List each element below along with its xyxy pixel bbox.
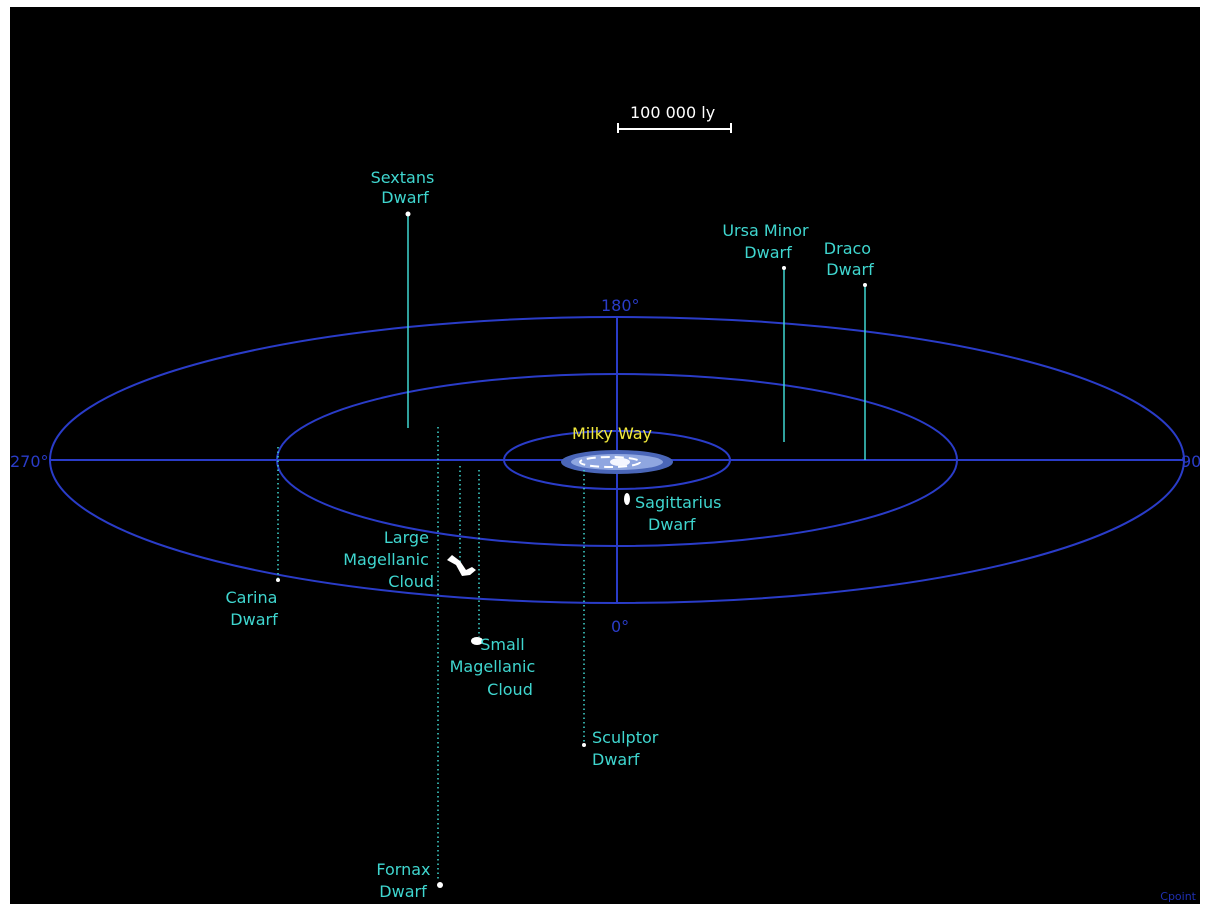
galaxy-map: 180° 0° 270° 90° 100 000 ly Milky Way Se… bbox=[10, 103, 1200, 903]
ursa-minor-dwarf: Ursa Minor Dwarf bbox=[722, 221, 813, 442]
ursa-minor-dwarf-label-line-2: Dwarf bbox=[744, 243, 792, 262]
sagittarius-dwarf-label-line-2: Dwarf bbox=[648, 515, 696, 534]
large-magellanic-cloud-label-line-1: Large bbox=[384, 528, 429, 547]
sextans-dwarf-label: Sextans Dwarf bbox=[371, 168, 440, 207]
milky-way-core bbox=[610, 458, 630, 466]
large-magellanic-cloud: Large Magellanic Cloud bbox=[343, 466, 476, 591]
sagittarius-dwarf-label-line-1: Sagittarius bbox=[635, 493, 721, 512]
draco-dwarf-label-line-1: Draco bbox=[824, 239, 871, 258]
longitude-label-left: 270° bbox=[10, 452, 49, 471]
small-magellanic-cloud-label-line-3: Cloud bbox=[487, 680, 533, 699]
galaxy-map-canvas: 180° 0° 270° 90° 100 000 ly Milky Way Se… bbox=[10, 7, 1200, 904]
large-magellanic-cloud-marker bbox=[447, 555, 476, 576]
sculptor-dwarf: Sculptor Dwarf bbox=[582, 470, 663, 769]
fornax-dwarf-label: Fornax Dwarf bbox=[376, 860, 435, 901]
small-magellanic-cloud-label-line-1: Small bbox=[480, 635, 524, 654]
sagittarius-dwarf: Sagittarius Dwarf bbox=[624, 493, 727, 534]
draco-dwarf-marker bbox=[863, 283, 867, 287]
carina-dwarf: Carina Dwarf bbox=[225, 447, 282, 629]
sextans-dwarf-label-line-1: Sextans bbox=[371, 168, 435, 187]
scale-bar: 100 000 ly bbox=[617, 103, 732, 133]
small-magellanic-cloud-label-line-2: Magellanic bbox=[450, 657, 536, 676]
carina-dwarf-label-line-1: Carina bbox=[225, 588, 277, 607]
scale-bar-label: 100 000 ly bbox=[630, 103, 715, 122]
sagittarius-dwarf-marker bbox=[624, 493, 630, 505]
ursa-minor-dwarf-marker bbox=[782, 266, 786, 270]
carina-dwarf-marker bbox=[276, 578, 280, 582]
sextans-dwarf-marker bbox=[405, 211, 411, 217]
sagittarius-dwarf-label: Sagittarius Dwarf bbox=[635, 493, 727, 534]
ursa-minor-dwarf-label-line-1: Ursa Minor bbox=[722, 221, 809, 240]
small-magellanic-cloud: Small Magellanic Cloud bbox=[450, 470, 541, 699]
longitude-label-right: 90° bbox=[1181, 452, 1200, 471]
carina-dwarf-label-line-2: Dwarf bbox=[230, 610, 278, 629]
large-magellanic-cloud-label: Large Magellanic Cloud bbox=[343, 528, 434, 591]
fornax-dwarf: Fornax Dwarf bbox=[376, 427, 443, 901]
longitude-label-bottom: 0° bbox=[611, 617, 629, 636]
small-magellanic-cloud-label: Small Magellanic Cloud bbox=[450, 635, 541, 699]
sculptor-dwarf-marker bbox=[582, 743, 586, 747]
draco-dwarf-label: Draco Dwarf bbox=[824, 239, 876, 279]
milky-way-label: Milky Way bbox=[572, 424, 652, 443]
small-magellanic-cloud-marker bbox=[471, 637, 483, 645]
fornax-dwarf-label-line-1: Fornax bbox=[376, 860, 430, 879]
fornax-dwarf-label-line-2: Dwarf bbox=[379, 882, 427, 901]
sextans-dwarf: Sextans Dwarf bbox=[371, 168, 440, 428]
sculptor-dwarf-label-line-2: Dwarf bbox=[592, 750, 640, 769]
draco-dwarf: Draco Dwarf bbox=[824, 239, 876, 460]
longitude-label-top: 180° bbox=[601, 296, 640, 315]
sculptor-dwarf-label: Sculptor Dwarf bbox=[592, 728, 663, 769]
ursa-minor-dwarf-label: Ursa Minor Dwarf bbox=[722, 221, 813, 262]
draco-dwarf-label-line-2: Dwarf bbox=[826, 260, 874, 279]
fornax-dwarf-marker bbox=[437, 882, 443, 888]
milky-way-arm-swirl bbox=[579, 456, 641, 468]
sextans-dwarf-label-line-2: Dwarf bbox=[381, 188, 429, 207]
large-magellanic-cloud-label-line-3: Cloud bbox=[388, 572, 434, 591]
credit-text: Cpoint bbox=[1160, 890, 1196, 903]
large-magellanic-cloud-label-line-2: Magellanic bbox=[343, 550, 429, 569]
sculptor-dwarf-label-line-1: Sculptor bbox=[592, 728, 659, 747]
milky-way: Milky Way bbox=[561, 424, 673, 474]
carina-dwarf-label: Carina Dwarf bbox=[225, 588, 282, 629]
